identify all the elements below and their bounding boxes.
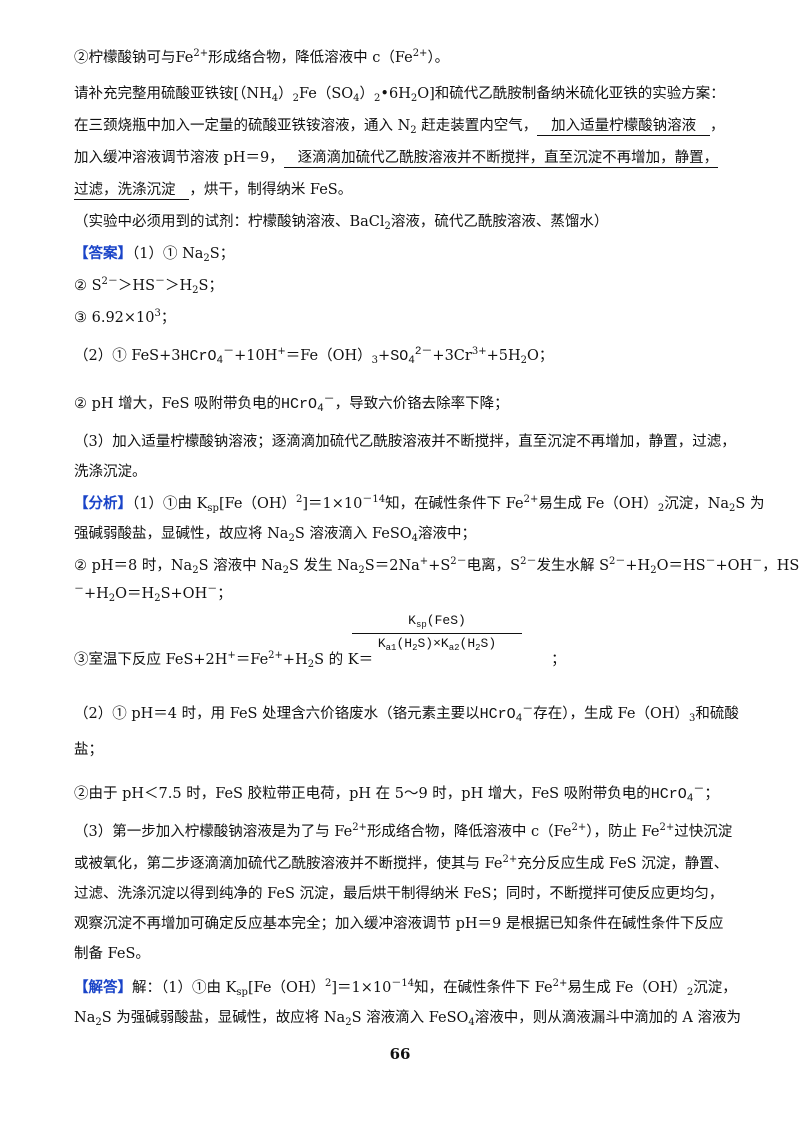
- fraction-denominator: Ka1(H2S)×Ka2(H2S): [377, 636, 497, 653]
- page-number: 66: [389, 1045, 411, 1063]
- line-6: （实验中必须用到的试剂：柠檬酸钠溶液、BaCl2溶液，硫代乙酰胺溶液、蒸馏水）: [74, 214, 609, 232]
- analysis-line-5: ③室温下反应 FeS+2H+＝Fe2++H2S 的 K＝；: [74, 650, 566, 670]
- answer-line-5: ② pH 增大，FeS 吸附带负电的HCrO4－，导致六价铬去除率下降；: [74, 394, 509, 415]
- line-4: 加入缓冲溶液调节溶液 pH＝9， 逐滴滴加硫代乙酰胺溶液并不断搅拌，直至沉淀不再…: [74, 150, 719, 168]
- equilibrium-constant-fraction: Ksp(FeS) Ka1(H2S)×Ka2(H2S): [352, 613, 522, 654]
- hcro4-formula: HCrO4－: [650, 784, 705, 805]
- line-3: 在三颈烧瓶中加入一定量的硫酸亚铁铵溶液，通入 N2 赶走装置内空气， 加入适量柠…: [74, 118, 725, 136]
- analysis-line-7: 盐；: [74, 742, 103, 758]
- answer-line-7: 洗涤沉淀。: [74, 464, 147, 480]
- analysis-line-13: 制备 FeS。: [74, 946, 150, 962]
- fraction-bar: [352, 633, 522, 634]
- analysis-line-9: （3）第一步加入柠檬酸钠溶液是为了与 Fe2+形成络合物，降低溶液中 c（Fe2…: [74, 822, 733, 841]
- answer-line-2: ② S2－＞HS－＞H2S；: [74, 276, 223, 296]
- line-2: 请补充完整用硫酸亚铁铵[（NH4）2Fe（SO4）2•6H2O]和硫代乙酰胺制备…: [74, 86, 725, 104]
- fraction-numerator: Ksp(FeS): [408, 613, 466, 630]
- line-1: ②柠檬酸钠可与Fe2+形成络合物，降低溶液中 c（Fe2+）。: [74, 48, 450, 67]
- answer-line-4: （2）① FeS+3HCrO4－+10H+＝Fe（OH）3+SO42－+3Cr3…: [74, 346, 554, 367]
- answer-line-1: 【答案】（1）① Na2S；: [74, 245, 235, 264]
- hcro4-formula: HCrO4－: [180, 346, 235, 367]
- hcro4-formula: HCrO4－: [281, 394, 335, 415]
- analysis-line-1: 【分析】（1）①由 Ksp[Fe（OH）2]＝1×10－14知，在碱性条件下 F…: [74, 494, 765, 514]
- answer-line-6: （3）加入适量柠檬酸钠溶液；逐滴滴加硫代乙酰胺溶液并不断搅拌，直至沉淀不再增加，…: [74, 434, 736, 450]
- analysis-line-2: 强碱弱酸盐，显碱性，故应将 Na2S 溶液滴入 FeSO4溶液中；: [74, 526, 477, 544]
- answer-line-3: ③ 6.92×103；: [74, 308, 176, 327]
- hcro4-formula: HCrO4－: [479, 704, 534, 725]
- solution-tag: 【解答】: [74, 979, 132, 996]
- analysis-line-6: （2）① pH＝4 时，用 FeS 处理含六价铬废水（铬元素主要以HCrO4－存…: [74, 704, 739, 725]
- solution-line-2: Na2S 为强碱弱酸盐，显碱性，故应将 Na2S 溶液滴入 FeSO4溶液中，则…: [74, 1010, 741, 1028]
- solution-line-1: 【解答】解：（1）①由 Ksp[Fe（OH）2]＝1×10－14知，在碱性条件下…: [74, 978, 737, 998]
- analysis-line-12: 观察沉淀不再增加可确定反应基本完全；加入缓冲溶液调节 pH＝9 是根据已知条件在…: [74, 916, 724, 932]
- analysis-line-4: －+H2O＝H2S+OH－；: [74, 584, 232, 604]
- analysis-line-3: ② pH＝8 时，Na2S 溶液中 Na2S 发生 Na2S＝2Na++S2－电…: [74, 556, 800, 576]
- line-5: 过滤，洗涤沉淀 ，烘干，制得纳米 FeS。: [74, 182, 353, 200]
- analysis-line-11: 过滤、洗涤沉淀以得到纯净的 FeS 沉淀，最后烘干制得纳米 FeS；同时，不断搅…: [74, 886, 724, 902]
- analysis-tag: 【分析】: [74, 495, 132, 512]
- analysis-line-8: ②由于 pH＜7.5 时，FeS 胶粒带正电荷，pH 在 5～9 时，pH 增大…: [74, 784, 719, 805]
- analysis-line-10: 或被氧化，第二步逐滴滴加硫代乙酰胺溶液并不断搅拌，使其与 Fe2+充分反应生成 …: [74, 854, 729, 873]
- answer-tag: 【答案】: [74, 245, 132, 262]
- so4-formula: SO42－: [390, 346, 433, 367]
